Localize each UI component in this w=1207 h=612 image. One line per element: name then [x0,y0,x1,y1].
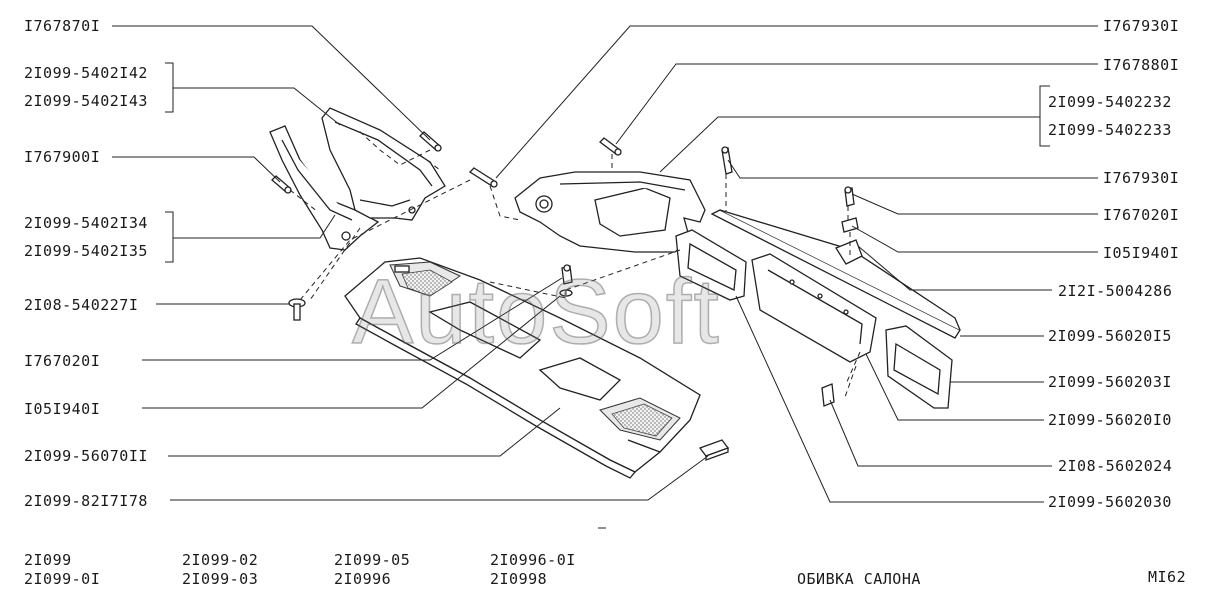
label-part-r5: I767930I [1103,169,1180,187]
label-part-r10: 2I099-560203I [1048,373,1172,391]
screw-pillar-left [271,175,292,194]
label-part-l10: 2I099-56070II [24,447,148,465]
label-part-l11: 2I099-82I7I78 [24,492,148,510]
label-part-r4: 2I099-5402233 [1048,121,1172,139]
label-part-l4: I767900I [24,148,101,166]
label-part-r7: I05I940I [1103,244,1180,262]
screw-top-left [419,131,442,152]
washer-right [841,217,859,233]
label-brackets [165,62,1050,263]
label-part-l9: I05I940I [24,400,101,418]
label-part-r6: I767020I [1103,206,1180,224]
label-part-r13: 2I099-5602030 [1048,493,1172,511]
leader-lines-right [495,25,1098,503]
clip-left [288,298,306,321]
side-speaker-panel-left [675,229,747,301]
label-part-r11: 2I099-56020I0 [1048,411,1172,429]
model-list-col1-row2: 2I099-0I [24,570,101,588]
label-part-r3: 2I099-5402232 [1048,93,1172,111]
rear-trim-panel [751,253,877,363]
wheel-arch-trim [514,171,706,253]
model-list-col2-row2: 2I099-03 [182,570,259,588]
center-screw [561,264,573,285]
model-list-col4-row2: 2I0998 [490,570,548,588]
shelf-end-cover [698,439,730,461]
label-part-l8: I767020I [24,352,101,370]
model-list-col4-row1: 2I0996-0I [490,551,576,569]
label-part-r2: I767880I [1103,56,1180,74]
label-part-l3: 2I099-5402I43 [24,92,148,110]
panel-clip [821,383,835,407]
rear-parcel-shelf [344,257,701,479]
model-list-col2-row1: 2I099-02 [182,551,259,569]
model-list-col3-row2: 2I0996 [334,570,392,588]
watermark-text: AutoSoft [351,260,721,364]
label-part-l2: 2I099-5402I42 [24,64,148,82]
upper-pillar-panel [321,107,446,221]
label-part-r9: 2I099-56020I5 [1048,327,1172,345]
screw-right [721,146,733,175]
assembly-dashed-lines [289,129,861,401]
label-part-l7: 2I08-540227I [24,296,139,314]
label-part-r12: 2I08-5602024 [1058,457,1173,475]
label-part-l6: 2I099-5402I35 [24,242,148,260]
left-pillar-trim [269,125,380,251]
model-list-col1-row1: 2I099 [24,551,72,569]
label-part-l5: 2I099-5402I34 [24,214,148,232]
model-list-col3-row1: 2I099-05 [334,551,411,569]
screw-long [468,167,498,188]
screw-small-right [844,186,855,207]
trim-strip [710,209,961,339]
diagram-title: ОБИВКА САЛОНА [797,570,921,588]
leader-lines-left [112,25,709,501]
screw-top-center [599,137,622,156]
label-part-r8: 2I2I-5004286 [1058,282,1173,300]
page-code: MI62 [1148,568,1187,586]
label-part-r1: I767930I [1103,17,1180,35]
side-speaker-panel-right [885,325,953,409]
label-part-l1: I767870I [24,17,101,35]
